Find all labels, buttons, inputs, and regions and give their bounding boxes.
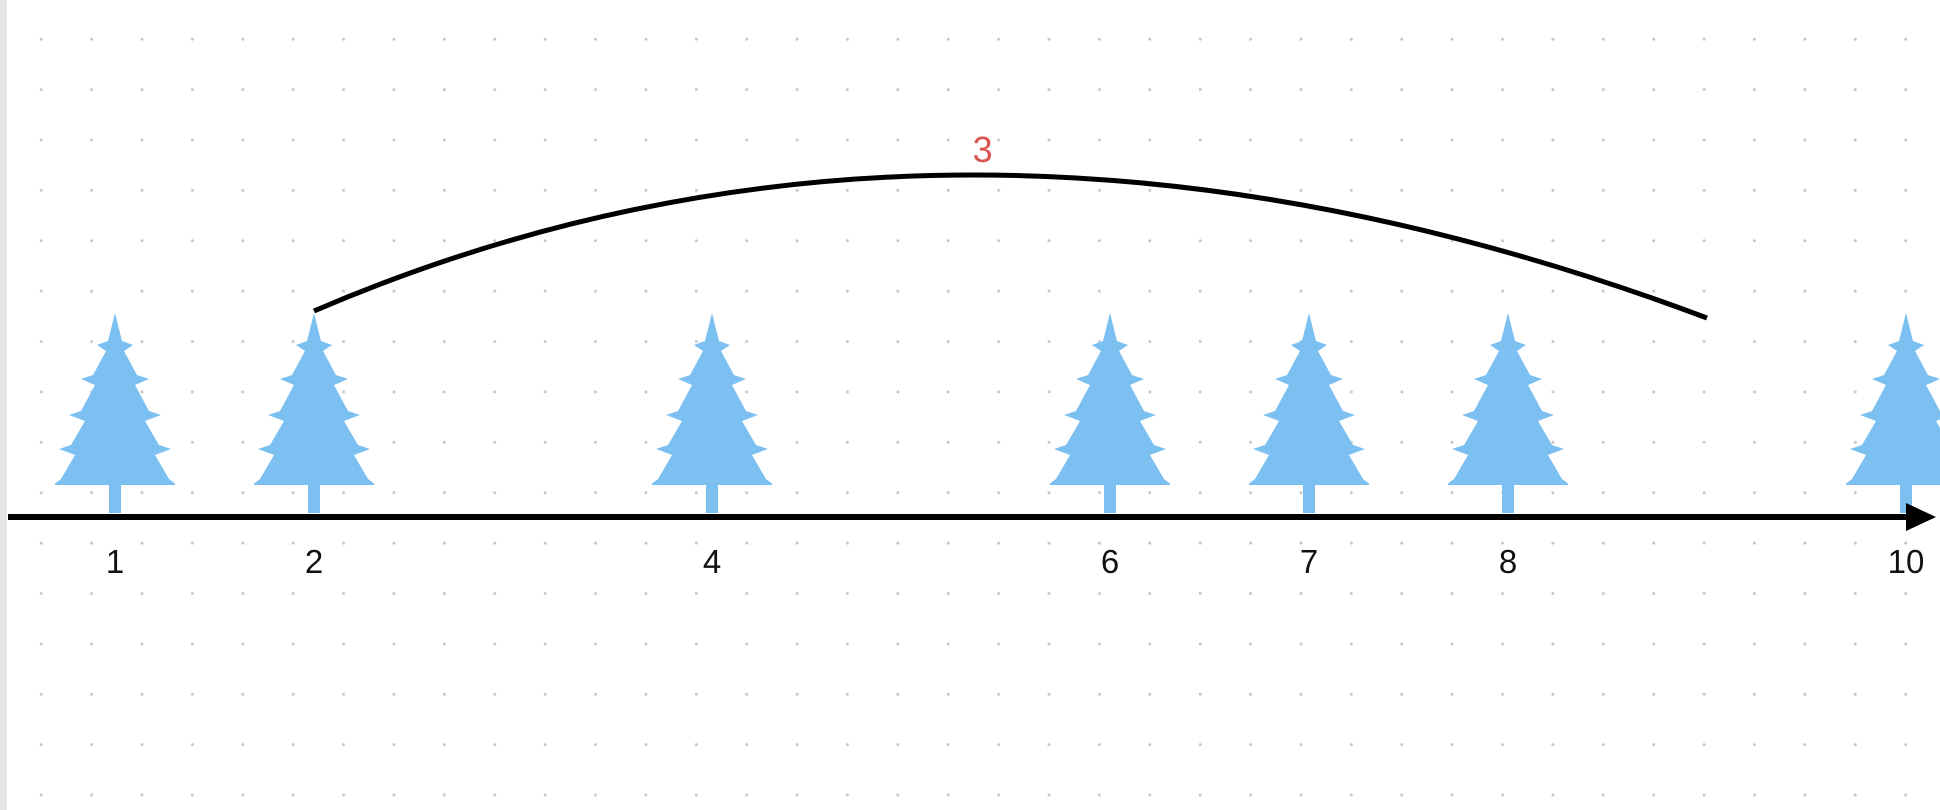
pine-tree-icon — [1448, 313, 1568, 513]
pine-tree-icon — [652, 313, 772, 513]
number-line-axis — [8, 503, 1936, 531]
tick-label: 8 — [1499, 543, 1517, 580]
pine-tree-icon — [1050, 313, 1170, 513]
tick-label: 6 — [1101, 543, 1119, 580]
pine-tree-icon — [254, 313, 374, 513]
tick-label: 1 — [106, 543, 124, 580]
pine-tree-icon — [55, 313, 175, 513]
tick-labels-group: 1 2 4 6 7 8 10 — [106, 543, 1925, 580]
jump-label: 3 — [973, 129, 993, 170]
tick-label: 10 — [1888, 543, 1925, 580]
tick-label: 7 — [1300, 543, 1318, 580]
pine-tree-icon — [1846, 313, 1940, 513]
left-border — [0, 0, 7, 810]
jump-arc — [313, 172, 1708, 321]
tick-label: 2 — [305, 543, 323, 580]
pine-tree-icon — [1249, 313, 1369, 513]
axis-arrowhead — [1906, 503, 1936, 531]
trees-group — [55, 313, 1940, 513]
tick-label: 4 — [703, 543, 721, 580]
